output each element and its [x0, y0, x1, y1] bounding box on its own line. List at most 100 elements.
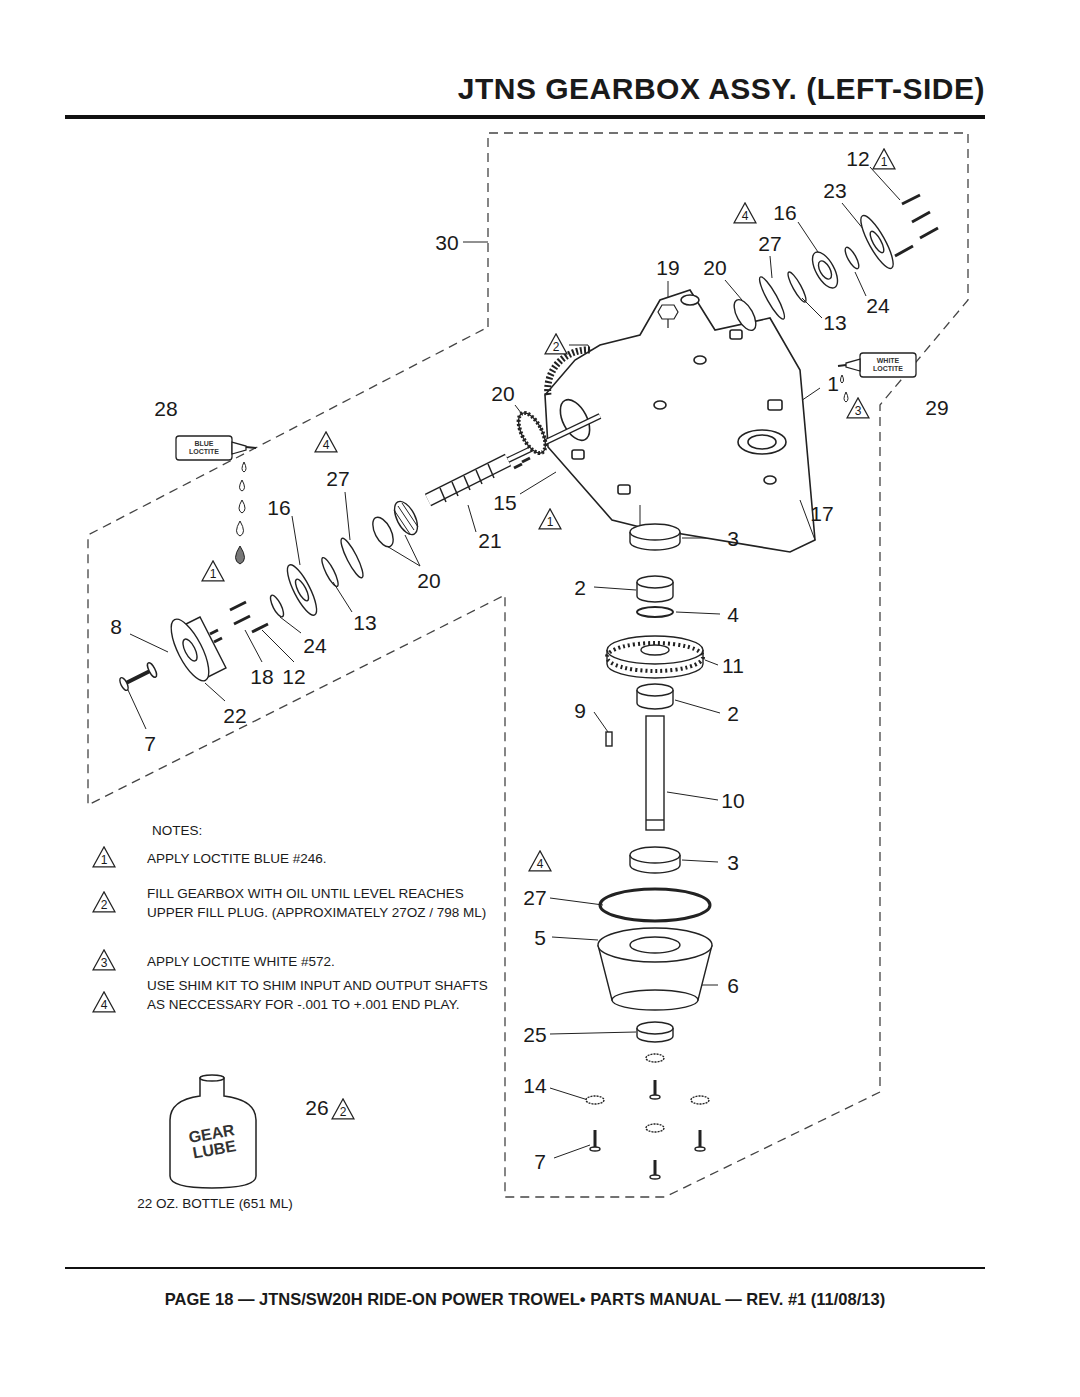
note-text-holder: FILL GEARBOX WITH OIL UNTIL LEVEL REACHE…: [147, 884, 492, 922]
note-reference: 2: [331, 1106, 355, 1118]
note-triangle: [93, 992, 115, 1012]
callout-number-holder: 26: [305, 1097, 328, 1118]
callout-number-holder: 16: [267, 497, 290, 518]
output-stack-parts: [637, 684, 673, 696]
input-axis-parts: [293, 577, 311, 602]
callout-number: 29: [925, 396, 948, 419]
output-stack-parts: [586, 524, 712, 1179]
input-axis-parts: [390, 498, 422, 538]
input-axis-parts: [394, 503, 418, 534]
callout-number: 16: [773, 201, 796, 224]
note-reference-holder: 1: [872, 148, 896, 170]
output-stack-parts: [646, 716, 664, 830]
callout-number: 5: [534, 926, 546, 949]
input-axis-parts: [210, 630, 222, 642]
note-text-holder: NOTES:: [152, 821, 497, 840]
tube-label: WHITE LOCTITE: [873, 357, 903, 372]
callout-number-holder: 25: [523, 1024, 546, 1045]
note-reference-holder: 1: [538, 508, 562, 530]
leader-line: [550, 1088, 588, 1100]
note-triangle: [332, 1099, 354, 1119]
callout-number: 18: [250, 665, 273, 688]
output-stack-parts: [637, 607, 673, 617]
loctite-drops: [841, 375, 844, 383]
callout-number: 26: [305, 1096, 328, 1119]
note-text-holder: APPLY LOCTITE WHITE #572.: [147, 952, 492, 971]
input-axis-parts: [514, 458, 530, 468]
leader-line: [702, 985, 718, 986]
callout-number-holder: 28: [154, 398, 177, 419]
note-reference-holder: 1: [92, 846, 116, 868]
leader-line: [594, 587, 636, 590]
tube-label-holder: BLUE LOCTITE: [184, 440, 224, 456]
bottle-caption-holder: 22 OZ. BOTTLE (651 ML): [137, 1196, 292, 1211]
output-stack-parts: [630, 524, 680, 540]
output-stack-parts: [646, 1054, 664, 1062]
loctite-drops: [240, 480, 245, 491]
note-reference-holder: 4: [733, 202, 757, 224]
page-title: JTNS GEARBOX ASSY. (LEFT-SIDE): [458, 72, 985, 106]
callout-number-holder: 4: [727, 604, 739, 625]
leader-line: [594, 712, 608, 732]
leader-line: [292, 516, 300, 565]
note-reference: 4: [733, 210, 757, 222]
note-reference-holder: 3: [846, 397, 870, 419]
callout-number: 21: [478, 529, 501, 552]
callout-number: 14: [523, 1074, 546, 1097]
output-stack-parts: [695, 1147, 705, 1151]
loctite-drops: [239, 500, 245, 513]
loctite-drops: [237, 521, 244, 536]
callout-number-holder: 3: [727, 528, 739, 549]
output-stack-parts: [646, 819, 664, 820]
callout-number: 10: [721, 789, 744, 812]
leader-line: [705, 660, 718, 665]
leader-line: [130, 634, 168, 652]
callout-number: 1: [827, 372, 839, 395]
output-axis-parts: [756, 275, 788, 322]
leader-line: [128, 167, 900, 1158]
note-text-holder: USE SHIM KIT TO SHIM INPUT AND OUTPUT SH…: [147, 976, 492, 1014]
input-axis-parts: [118, 676, 130, 691]
callout-number: 27: [326, 467, 349, 490]
loctite-tube: [846, 359, 860, 371]
note-triangle: [529, 851, 551, 871]
leader-line: [667, 792, 718, 800]
note-reference-holder: 2: [92, 891, 116, 913]
leader-line: [468, 505, 476, 532]
input-axis-parts: [282, 561, 322, 618]
callout-number-holder: 2: [574, 577, 586, 598]
callout-number-holder: 19: [656, 257, 679, 278]
callout-number: 24: [866, 294, 889, 317]
loctite-tube: [838, 365, 846, 366]
assembly-boundary: [88, 133, 968, 1197]
callout-number: 25: [523, 1023, 546, 1046]
callout-number-holder: 2: [727, 703, 739, 724]
output-axis-parts: [807, 248, 842, 292]
page-rule: [65, 117, 985, 1268]
input-axis-parts: [180, 637, 200, 663]
callout-number: 7: [144, 732, 156, 755]
callout-number-holder: 13: [353, 612, 376, 633]
note-reference-holder: 1: [201, 560, 225, 582]
callout-number: 3: [727, 851, 739, 874]
note-text: APPLY LOCTITE WHITE #572.: [147, 954, 335, 969]
loctite-drops: [236, 375, 849, 564]
leader-line: [550, 898, 603, 905]
input-axis-parts: [118, 409, 600, 692]
leader-line: [725, 280, 742, 300]
leader-line: [682, 860, 718, 862]
input-axis-parts: [230, 602, 268, 632]
gearbox-housing: [694, 356, 706, 364]
leader-line: [798, 222, 820, 255]
callout-number: 20: [417, 569, 440, 592]
gearbox-housing: [764, 476, 776, 484]
leader-line: [870, 167, 900, 200]
output-axis-parts: [868, 230, 887, 255]
page-rule: [65, 1267, 985, 1269]
callout-number: 8: [110, 615, 122, 638]
callout-number: 6: [727, 974, 739, 997]
bottle-label-holder: GEAR LUBE: [184, 1122, 243, 1163]
callout-number-holder: 3: [727, 852, 739, 873]
callout-number: 24: [303, 634, 326, 657]
